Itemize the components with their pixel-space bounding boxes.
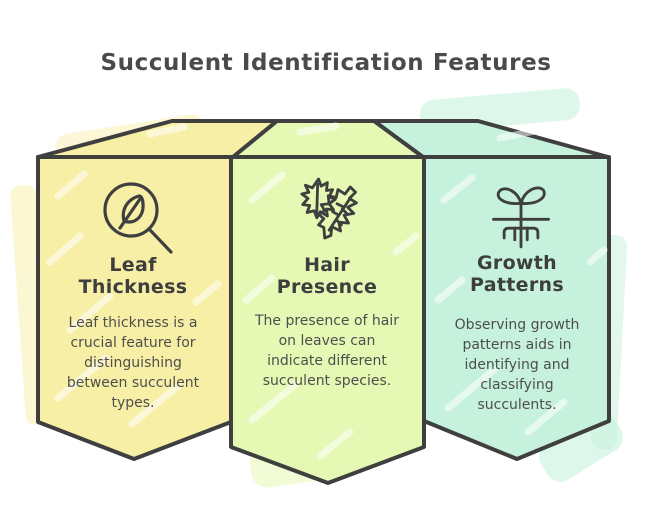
panel-body-growth-patterns: Observing growth patterns aids in identi… xyxy=(454,317,580,413)
panel-body-leaf-thickness: Leaf thickness is a crucial feature for … xyxy=(66,315,200,411)
sketch-streaks xyxy=(434,126,608,436)
leaf-magnifier-icon xyxy=(103,182,173,254)
panel-heading-growth-patterns: Growth Patterns xyxy=(470,252,564,297)
panel-heading-hair-presence: Hair Presence xyxy=(276,254,378,299)
sprout-roots-icon xyxy=(492,186,550,249)
serrated-leaves-icon xyxy=(300,177,358,240)
panel-heading-leaf-thickness: Leaf Thickness xyxy=(78,254,188,299)
sketch-streaks xyxy=(242,122,420,460)
panel-shape-leaf-thickness xyxy=(36,119,279,461)
panel-body-hair-presence: The presence of hair on leaves can indic… xyxy=(254,313,400,389)
panel-shape-hair-presence xyxy=(229,119,426,485)
sketch-streaks xyxy=(46,123,222,428)
panel-pennant xyxy=(36,155,233,461)
page-title: Succulent Identification Features xyxy=(100,50,552,76)
